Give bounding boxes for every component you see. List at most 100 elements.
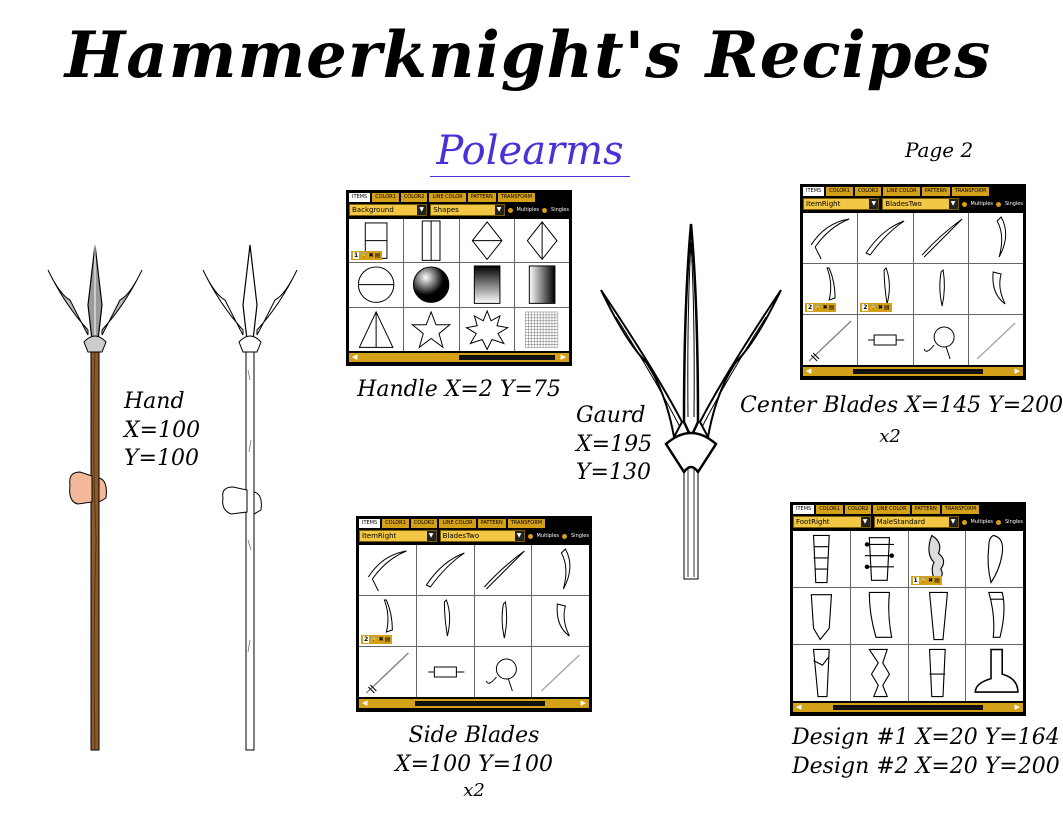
grid-item[interactable]	[474, 545, 532, 595]
grid-item[interactable]	[803, 213, 858, 263]
tab-items[interactable]: ITEMS	[359, 519, 381, 528]
delete-icon[interactable]: ✖	[822, 304, 828, 311]
grid-item[interactable]	[966, 588, 1023, 644]
scroll-right-icon[interactable]: ▶	[1014, 703, 1020, 711]
lock-icon[interactable]: 🔒	[370, 636, 378, 643]
scroll-left-icon[interactable]: ◀	[352, 353, 358, 361]
grid-item[interactable]	[966, 645, 1023, 701]
scroll-right-icon[interactable]: ▶	[580, 699, 586, 707]
tab-pattern[interactable]: PATTERN	[911, 505, 940, 514]
grid-item[interactable]	[349, 307, 404, 351]
tab-pattern[interactable]: PATTERN	[467, 193, 496, 202]
delete-icon[interactable]: ✖	[378, 636, 384, 643]
grid-item[interactable]	[359, 545, 416, 595]
lock-icon[interactable]: 🔒	[869, 304, 877, 311]
tab-items[interactable]: ITEMS	[803, 187, 825, 196]
category-select[interactable]: ItemRight	[359, 530, 437, 542]
layer-icon[interactable]: ▤	[384, 636, 391, 643]
item-controls[interactable]: 2🔒✖▤	[361, 635, 393, 644]
tab-items[interactable]: ITEMS	[793, 505, 815, 514]
tab-color2[interactable]: COLOR2	[844, 505, 872, 514]
lock-icon[interactable]: 🔒	[360, 252, 368, 260]
scroll-right-icon[interactable]: ▶	[1014, 367, 1020, 375]
tab-color2[interactable]: COLOR2	[410, 519, 438, 528]
grid-item[interactable]	[349, 263, 404, 307]
grid-item[interactable]: 2🔒✖▤	[803, 264, 858, 314]
grid-item[interactable]: 2🔒✖▤	[359, 596, 416, 646]
grid-item[interactable]	[532, 647, 589, 697]
grid-item[interactable]	[968, 264, 1023, 314]
tab-transform[interactable]: TRANSFORM	[941, 505, 980, 514]
set-select[interactable]: Shapes	[430, 204, 505, 216]
grid-item[interactable]: 1🔒✖▤	[349, 219, 404, 263]
tab-color1[interactable]: COLOR1	[372, 193, 399, 202]
grid-scrollbar[interactable]: ◀▶	[359, 699, 589, 708]
grid-item[interactable]	[474, 647, 532, 697]
lock-icon[interactable]: 🔒	[919, 577, 928, 584]
grid-item[interactable]	[913, 315, 968, 365]
grid-scrollbar[interactable]: ◀▶	[793, 703, 1023, 712]
layer-icon[interactable]: ▤	[934, 577, 940, 584]
tab-color2[interactable]: COLOR2	[400, 193, 428, 202]
grid-scrollbar[interactable]: ◀▶	[803, 367, 1023, 376]
tab-items[interactable]: ITEMS	[349, 193, 371, 202]
tab-pattern[interactable]: PATTERN	[921, 187, 950, 196]
multiples-radio[interactable]	[961, 201, 967, 207]
grid-item[interactable]	[359, 647, 416, 697]
grid-item[interactable]	[908, 645, 966, 701]
tab-line-color[interactable]: LINE COLOR	[429, 193, 466, 202]
multiples-radio[interactable]	[961, 519, 967, 525]
grid-item[interactable]	[793, 531, 850, 587]
set-select[interactable]: MaleStandard	[873, 516, 959, 528]
grid-item[interactable]	[514, 307, 569, 351]
grid-item[interactable]	[913, 213, 968, 263]
tab-color1[interactable]: COLOR1	[382, 519, 409, 528]
tab-color1[interactable]: COLOR1	[826, 187, 853, 196]
category-select[interactable]: ItemRight	[803, 198, 880, 210]
grid-item[interactable]	[532, 545, 589, 595]
grid-item[interactable]	[968, 213, 1023, 263]
singles-radio[interactable]	[542, 207, 548, 213]
scroll-left-icon[interactable]: ◀	[806, 367, 812, 375]
grid-item[interactable]	[850, 531, 908, 587]
grid-item[interactable]: 1🔒✖▤	[908, 531, 966, 587]
layer-icon[interactable]: ▤	[883, 304, 890, 311]
delete-icon[interactable]: ✖	[368, 252, 374, 260]
grid-item[interactable]	[459, 307, 514, 351]
tab-pattern[interactable]: PATTERN	[477, 519, 506, 528]
tab-color2[interactable]: COLOR2	[854, 187, 882, 196]
grid-item[interactable]	[416, 647, 474, 697]
set-select[interactable]: BladesTwo	[882, 198, 959, 210]
grid-item[interactable]	[514, 263, 569, 307]
lock-icon[interactable]: 🔒	[814, 304, 822, 311]
item-controls[interactable]: 1🔒✖▤	[910, 576, 942, 585]
singles-radio[interactable]	[562, 533, 567, 539]
grid-item[interactable]	[416, 545, 474, 595]
grid-item[interactable]	[793, 588, 850, 644]
multiples-radio[interactable]	[507, 207, 513, 213]
tab-line-color[interactable]: LINE COLOR	[439, 519, 476, 528]
tab-transform[interactable]: TRANSFORM	[497, 193, 536, 202]
singles-radio[interactable]	[996, 201, 1001, 207]
set-select[interactable]: BladesTwo	[439, 530, 525, 542]
grid-item[interactable]	[404, 263, 459, 307]
delete-icon[interactable]: ✖	[928, 577, 934, 584]
tab-transform[interactable]: TRANSFORM	[507, 519, 546, 528]
grid-item[interactable]: 2🔒✖▤	[858, 264, 913, 314]
scroll-left-icon[interactable]: ◀	[362, 699, 368, 707]
grid-item[interactable]	[803, 315, 858, 365]
item-controls[interactable]: 2🔒✖▤	[805, 303, 837, 312]
grid-item[interactable]	[850, 645, 908, 701]
grid-item[interactable]	[793, 645, 850, 701]
scroll-left-icon[interactable]: ◀	[796, 703, 802, 711]
grid-item[interactable]	[913, 264, 968, 314]
item-controls[interactable]: 1🔒✖▤	[351, 251, 383, 261]
tab-transform[interactable]: TRANSFORM	[951, 187, 990, 196]
grid-item[interactable]	[908, 588, 966, 644]
grid-item[interactable]	[474, 596, 532, 646]
grid-item[interactable]	[404, 307, 459, 351]
tab-line-color[interactable]: LINE COLOR	[883, 187, 920, 196]
grid-item[interactable]	[416, 596, 474, 646]
grid-item[interactable]	[459, 219, 514, 263]
item-controls[interactable]: 2🔒✖▤	[860, 303, 892, 312]
